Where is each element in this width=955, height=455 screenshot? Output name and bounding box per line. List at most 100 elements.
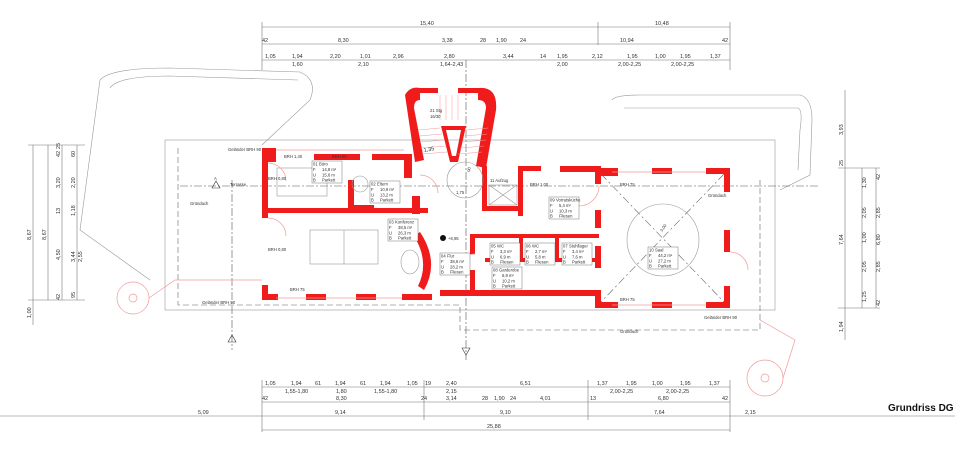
room-key-area: F <box>649 253 652 258</box>
dim: 42 <box>262 38 268 44</box>
room-name: Stuhllager <box>569 244 588 249</box>
dim: 8,67 <box>42 229 48 240</box>
room-area: 38,5 m² <box>398 225 413 230</box>
walls <box>262 87 730 308</box>
dim: 28 <box>482 396 488 402</box>
room-name: Garderobe <box>499 268 520 273</box>
bottom-dimensions: 1,05 1,94 61 1,94 61 1,94 1,05 19 2,40 6… <box>0 380 955 432</box>
room-number: 08 <box>493 268 498 273</box>
room-number: 01 <box>313 162 318 167</box>
room-area: 3,3 m² <box>500 249 512 254</box>
interior-details <box>211 95 749 356</box>
dim: 5,09 <box>198 410 209 416</box>
room-name: Saal <box>655 248 663 253</box>
room-area: 2,7 m² <box>535 249 547 254</box>
dim: 1,37 <box>709 381 720 387</box>
dim: 8,30 <box>338 38 349 44</box>
room-key-area: F <box>371 187 374 192</box>
dim: 1,05 <box>265 381 276 387</box>
dim: 2,00-2,25 <box>618 62 641 68</box>
dim-top-10-48: 10,48 <box>655 21 669 27</box>
sill-height-label: BRH 75 <box>620 182 635 187</box>
dim: 6,80 <box>876 234 882 245</box>
room-key-floor: B <box>526 260 529 265</box>
room-key-area: F <box>491 249 494 254</box>
room-number: 06 <box>526 244 531 249</box>
dim: 1,94 <box>335 381 346 387</box>
dim: 1,60 <box>292 62 303 68</box>
room-stamp-frame <box>311 160 343 184</box>
room-key-floor: B <box>550 214 553 219</box>
room-floor: Parkett <box>322 178 336 183</box>
dim: 9,14 <box>335 410 346 416</box>
dim: 24 <box>421 396 427 402</box>
room-key-floor: B <box>441 270 444 275</box>
room-perimeter: 28,2 m <box>450 264 463 269</box>
room-floor: Fliesen <box>559 214 573 219</box>
room-floor: Fliesen <box>450 270 464 275</box>
dim: 2,15 <box>446 389 457 395</box>
green-roof-label: Gründach <box>190 201 209 206</box>
dim: 1,00 <box>655 54 666 60</box>
dim: 42 <box>722 396 728 402</box>
room-floor: Fliesen <box>535 260 549 265</box>
room-floor: Parkett <box>502 284 516 289</box>
room-stamp-frame <box>369 180 401 204</box>
dim: 1,90 <box>496 38 507 44</box>
room-area: 38,6 m² <box>450 259 465 264</box>
room-floor: Parkett <box>398 236 412 241</box>
room-perimeter: 27,2 m <box>658 258 671 263</box>
dim: 2,40 <box>446 381 457 387</box>
radius-label: 3,00 <box>659 222 668 232</box>
stair-radius-label: 1,75 <box>456 190 465 195</box>
room-perimeter: 5,8 m <box>535 254 546 259</box>
dim: 2,00-2,25 <box>610 389 633 395</box>
dim: 1,05 <box>407 381 418 387</box>
room-perimeter: 10,2 m <box>502 278 515 283</box>
room-perimeter: 7,6 m <box>572 254 583 259</box>
sill-height-label: BRH 75 <box>290 287 305 292</box>
dim: 14 <box>540 54 546 60</box>
room-area: 3,4 m² <box>572 249 584 254</box>
room-key-perimeter: U <box>389 230 392 235</box>
room-name: Flur <box>447 254 455 259</box>
room-number: 03 <box>389 220 394 225</box>
railing-label: Geländer BRH 90 <box>228 147 262 152</box>
dim: 8,67 <box>27 229 33 240</box>
dim: 42 <box>876 174 882 180</box>
dim: 25 <box>839 160 845 166</box>
room-perimeter: 15,6 m <box>322 172 335 177</box>
stair-ratio-label: 16/30 <box>430 114 441 119</box>
dim: 1,80 <box>336 389 347 395</box>
dim: 9,10 <box>500 410 511 416</box>
room-key-perimeter: U <box>371 192 374 197</box>
dim: 4,50 <box>56 249 62 260</box>
dim: 42 <box>262 396 268 402</box>
stair-width-label: 1,35 <box>423 146 435 154</box>
room-key-floor: B <box>649 264 652 269</box>
dim: 3,44 <box>503 54 514 60</box>
dim: 1,55-1,80 <box>285 389 308 395</box>
dim: 2,00-2,25 <box>666 389 689 395</box>
room-area: 6,9 m² <box>502 273 514 278</box>
room-key-area: F <box>563 249 566 254</box>
dim: 1,37 <box>597 381 608 387</box>
room-key-floor: B <box>493 284 496 289</box>
dim: 1,95 <box>680 54 691 60</box>
room-floor: Fliesen <box>500 260 514 265</box>
dim: 1,00 <box>27 307 33 318</box>
dim: 1,37 <box>710 54 721 60</box>
dim: 1,95 <box>557 54 568 60</box>
dim: 2,00-2,25 <box>671 62 694 68</box>
dim: 2,96 <box>393 54 404 60</box>
room-key-area: F <box>526 249 529 254</box>
dim: 2,85 <box>876 207 882 218</box>
dim: 7,64 <box>654 410 665 416</box>
dim: 7,64 <box>839 234 845 245</box>
